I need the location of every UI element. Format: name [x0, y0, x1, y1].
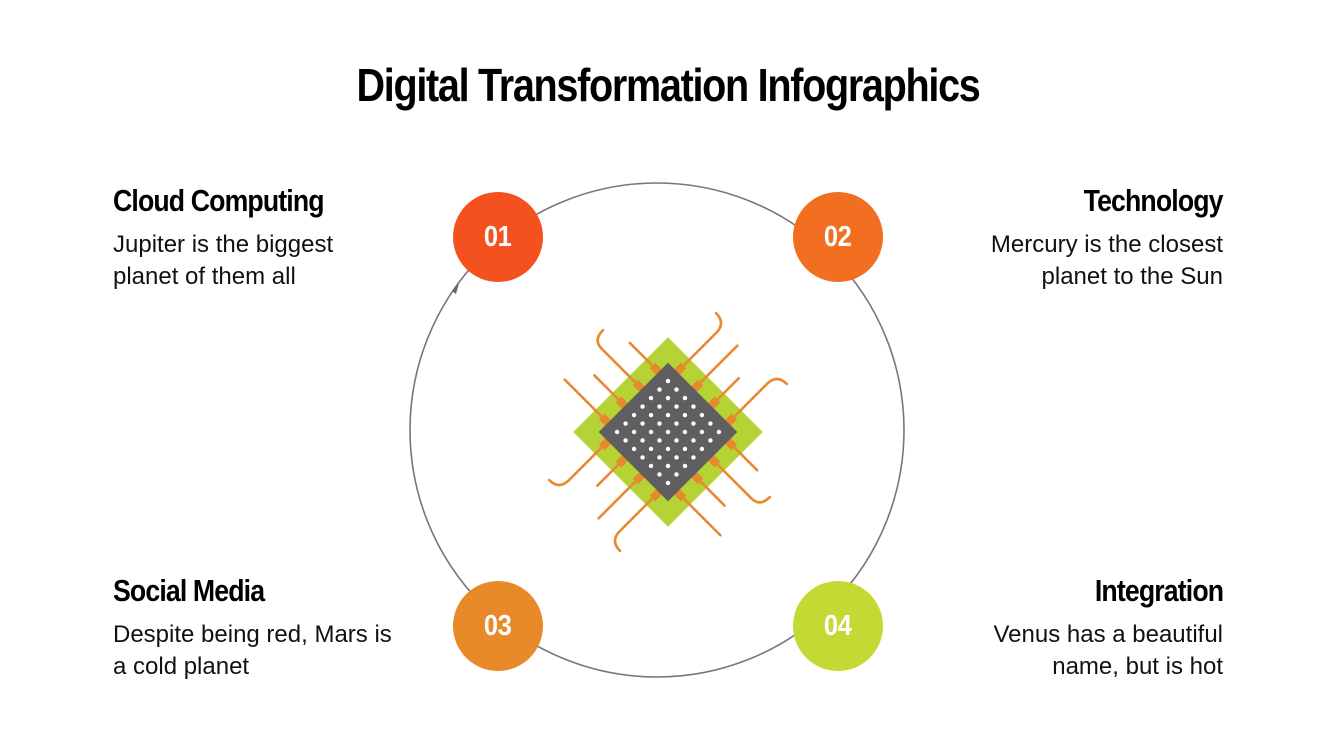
page-title: Digital Transformation Infographics [356, 59, 980, 111]
step-1-number: 01 [484, 220, 512, 253]
step-3-number: 03 [484, 609, 512, 642]
step-2-description: Mercury is the closest planet to the Sun [990, 231, 1223, 290]
step-1-badge: 01 [453, 192, 543, 282]
step-3-heading: Social Media [113, 573, 265, 608]
step-2-badge: 02 [793, 192, 883, 282]
step-2-number: 02 [824, 220, 852, 253]
step-4-badge: 04 [793, 581, 883, 671]
step-1-description: Jupiter is the biggest planet of them al… [113, 231, 334, 290]
step-2-heading: Technology [1083, 183, 1224, 218]
step-3-description: Despite being red, Mars is a cold planet [113, 621, 392, 680]
step-1-text: Cloud Computing Jupiter is the biggest p… [113, 183, 433, 293]
step-4-heading: Integration [1094, 573, 1224, 608]
microchip-icon [547, 311, 789, 553]
step-2-text: Technology Mercury is the closest planet… [903, 183, 1224, 293]
cycle-ring [409, 182, 905, 678]
step-4-text: Integration Venus has a beautiful name, … [903, 573, 1223, 683]
step-3-badge: 03 [453, 581, 543, 671]
step-4-description: Venus has a beautiful name, but is hot [993, 621, 1223, 680]
step-3-text: Social Media Despite being red, Mars is … [113, 573, 433, 683]
arrow-icon [452, 283, 459, 294]
step-4-number: 04 [824, 609, 852, 642]
step-1-heading: Cloud Computing [113, 183, 325, 218]
